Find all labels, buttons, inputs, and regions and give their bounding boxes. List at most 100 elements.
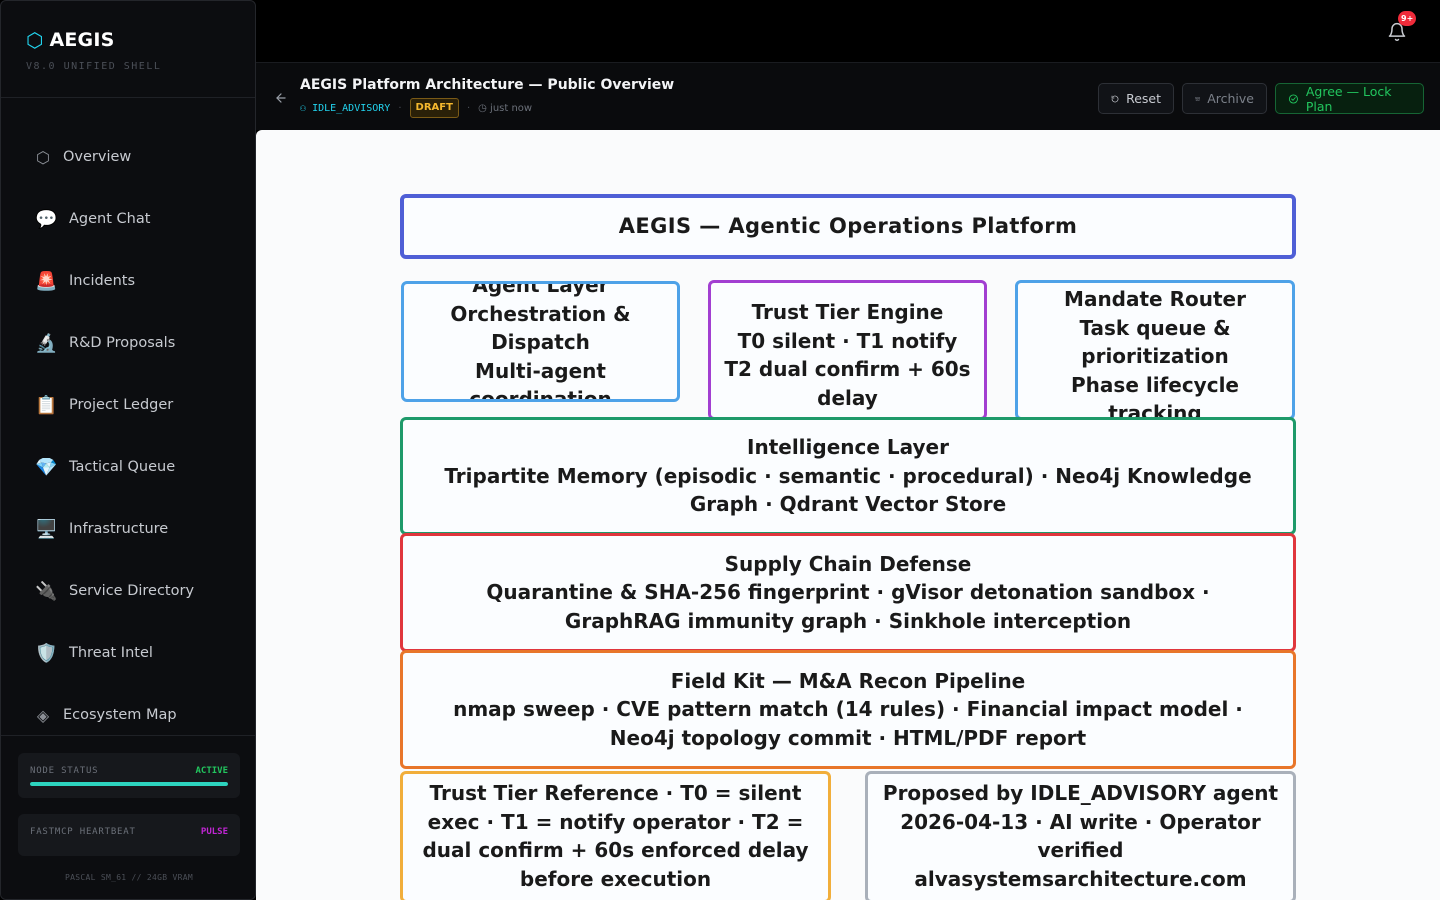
archive-button-label: Archive (1207, 91, 1254, 106)
supply-chain-title: Supply Chain Defense (724, 551, 972, 576)
agent-layer-line: coordination (469, 387, 612, 402)
speech-bubble-icon: 💬 (35, 208, 58, 230)
proposed-by-box: Proposed by IDLE_ADVISORY agent 2026-04-… (865, 771, 1296, 900)
trust-tier-reference-box: Trust Tier Reference · T0 = silent exec … (400, 771, 831, 900)
sidebar-item-agent-chat[interactable]: 💬 Agent Chat (1, 188, 255, 250)
brand: ⬡ AEGIS V8.0 UNIFIED SHELL (1, 1, 255, 98)
trust-reference-line: exec · T1 = notify operator · T2 = (427, 809, 804, 834)
agent-name: IDLE_ADVISORY (312, 102, 391, 114)
mandate-router-box: Mandate Router Task queue & prioritizati… (1015, 280, 1295, 420)
proposed-by-line: Proposed by IDLE_ADVISORY agent (882, 781, 1279, 805)
sidebar-item-label: Ecosystem Map (63, 707, 177, 723)
gem-icon: 💎 (35, 456, 58, 478)
sidebar-item-label: Threat Intel (69, 645, 153, 661)
trust-engine-line: delay (817, 385, 878, 410)
sidebar-item-rd-proposals[interactable]: 🔬 R&D Proposals (1, 312, 255, 374)
brand-subtitle: V8.0 UNIFIED SHELL (26, 61, 162, 72)
sidebar-item-label: R&D Proposals (69, 335, 176, 351)
heartbeat-label: FASTMCP HEARTBEAT (30, 827, 136, 837)
diagram-canvas: AEGIS — Agentic Operations Platform Agen… (256, 130, 1440, 900)
sidebar-item-service-directory[interactable]: 🔌 Service Directory (1, 560, 255, 622)
sidebar-item-label: Project Ledger (69, 397, 174, 413)
agent-layer-title: Agent Layer (472, 281, 609, 297)
heartbeat-value: PULSE (200, 827, 228, 837)
agent-layer-line: Orchestration & (450, 301, 631, 326)
microscope-icon: 🔬 (35, 332, 58, 354)
trust-engine-line: T0 silent · T1 notify (737, 328, 958, 353)
clock-icon: ◷ (478, 102, 487, 114)
plan-meta: ⚇ IDLE_ADVISORY · DRAFT · ◷ just now (300, 98, 532, 118)
trust-tier-engine-box: Trust Tier Engine T0 silent · T1 notify … (708, 280, 987, 420)
reset-button[interactable]: Reset (1098, 83, 1174, 114)
sidebar-item-project-ledger[interactable]: 📋 Project Ledger (1, 374, 255, 436)
agree-lock-plan-button[interactable]: Agree — Lock Plan (1275, 83, 1424, 114)
mandate-router-line: Task queue & (1079, 315, 1231, 340)
sidebar-item-infrastructure[interactable]: 🖥️ Infrastructure (1, 498, 255, 560)
notification-badge: 9+ (1398, 11, 1417, 26)
top-bar: 9+ (256, 0, 1440, 62)
separator-dot: · (398, 102, 402, 114)
sidebar-nav: ⬡ Overview 💬 Agent Chat 🚨 Incidents 🔬 R&… (1, 126, 255, 746)
agent-layer-box: Agent Layer Orchestration & Dispatch Mul… (401, 281, 680, 402)
trust-engine-line: T2 dual confirm + 60s (724, 357, 971, 381)
archive-button[interactable]: Archive (1182, 83, 1267, 114)
mandate-router-line: prioritization (1081, 344, 1229, 368)
supply-chain-defense-box: Supply Chain Defense Quarantine & SHA-25… (400, 533, 1296, 652)
proposed-by-line: verified (1037, 838, 1124, 862)
sidebar-item-label: Overview (63, 149, 132, 165)
trust-reference-line: before execution (519, 866, 712, 891)
mandate-router-title: Mandate Router (1064, 287, 1246, 311)
back-arrow-icon[interactable] (274, 90, 288, 104)
trust-reference-line: dual confirm + 60s enforced delay (422, 838, 809, 862)
sidebar-item-label: Service Directory (69, 583, 195, 599)
sidebar-item-label: Infrastructure (69, 521, 169, 537)
plug-icon: 🔌 (35, 580, 58, 602)
trust-reference-line: Trust Tier Reference · T0 = silent (429, 781, 802, 805)
mandate-router-line: tracking (1108, 401, 1202, 420)
trust-engine-title: Trust Tier Engine (751, 300, 944, 324)
archive-icon (1195, 96, 1200, 101)
sidebar: ⬡ AEGIS V8.0 UNIFIED SHELL ⬡ Overview 💬 … (0, 0, 256, 900)
field-kit-line: Neo4j topology commit · HTML/PDF report (609, 725, 1087, 750)
agent-layer-line: Dispatch (491, 330, 590, 354)
node-status-label: NODE STATUS (30, 766, 99, 776)
sidebar-item-label: Incidents (69, 273, 136, 289)
robot-icon: ⚇ (300, 102, 307, 114)
page-title: AEGIS Platform Architecture — Public Ove… (300, 77, 675, 93)
sidebar-item-threat-intel[interactable]: 🛡️ Threat Intel (1, 622, 255, 684)
intelligence-line: Tripartite Memory (episodic · semantic ·… (444, 463, 1252, 488)
field-kit-line: nmap sweep · CVE pattern match (14 rules… (453, 697, 1243, 722)
node-status-card: NODE STATUS ACTIVE (18, 753, 240, 798)
check-circle-icon (1288, 93, 1298, 104)
sidebar-item-incidents[interactable]: 🚨 Incidents (1, 250, 255, 312)
reset-button-label: Reset (1126, 91, 1161, 106)
node-status-progress-fill (30, 782, 228, 786)
separator-dot: · (466, 102, 471, 114)
desktop-computer-icon: 🖥️ (35, 518, 58, 540)
plan-header: AEGIS Platform Architecture — Public Ove… (256, 62, 1440, 130)
status-badge: DRAFT (409, 98, 459, 118)
sidebar-item-ecosystem-map[interactable]: ◈ Ecosystem Map (1, 684, 255, 746)
agree-button-label: Agree — Lock Plan (1305, 83, 1392, 114)
field-kit-box: Field Kit — M&A Recon Pipeline nmap swee… (400, 650, 1296, 769)
node-status-value: ACTIVE (195, 766, 228, 776)
sidebar-item-label: Tactical Queue (69, 459, 176, 475)
sidebar-item-overview[interactable]: ⬡ Overview (1, 126, 255, 188)
node-status-progress (30, 782, 228, 786)
supply-chain-line: GraphRAG immunity graph · Sinkhole inter… (564, 608, 1132, 633)
heartbeat-card: FASTMCP HEARTBEAT PULSE (18, 814, 240, 856)
reset-icon (1111, 95, 1119, 102)
agent-tag: ⚇ IDLE_ADVISORY (300, 103, 390, 114)
timestamp-text: just now (490, 102, 533, 114)
mandate-router-line: Phase lifecycle (1071, 372, 1239, 397)
intelligence-line: Graph · Qdrant Vector Store (689, 492, 1007, 517)
siren-icon: 🚨 (35, 270, 58, 292)
diamond-icon: ◈ (36, 705, 50, 725)
sidebar-item-tactical-queue[interactable]: 💎 Tactical Queue (1, 436, 255, 498)
hardware-footer: PASCAL SM_61 // 24GB VRAM (65, 873, 193, 882)
agent-layer-line: Multi-agent (475, 358, 606, 383)
bell-icon[interactable] (1387, 22, 1407, 42)
supply-chain-line: Quarantine & SHA-256 fingerprint · gViso… (486, 580, 1210, 605)
clipboard-icon: 📋 (35, 394, 58, 416)
proposed-by-line: alvasystemsarchitecture.com (914, 866, 1247, 891)
